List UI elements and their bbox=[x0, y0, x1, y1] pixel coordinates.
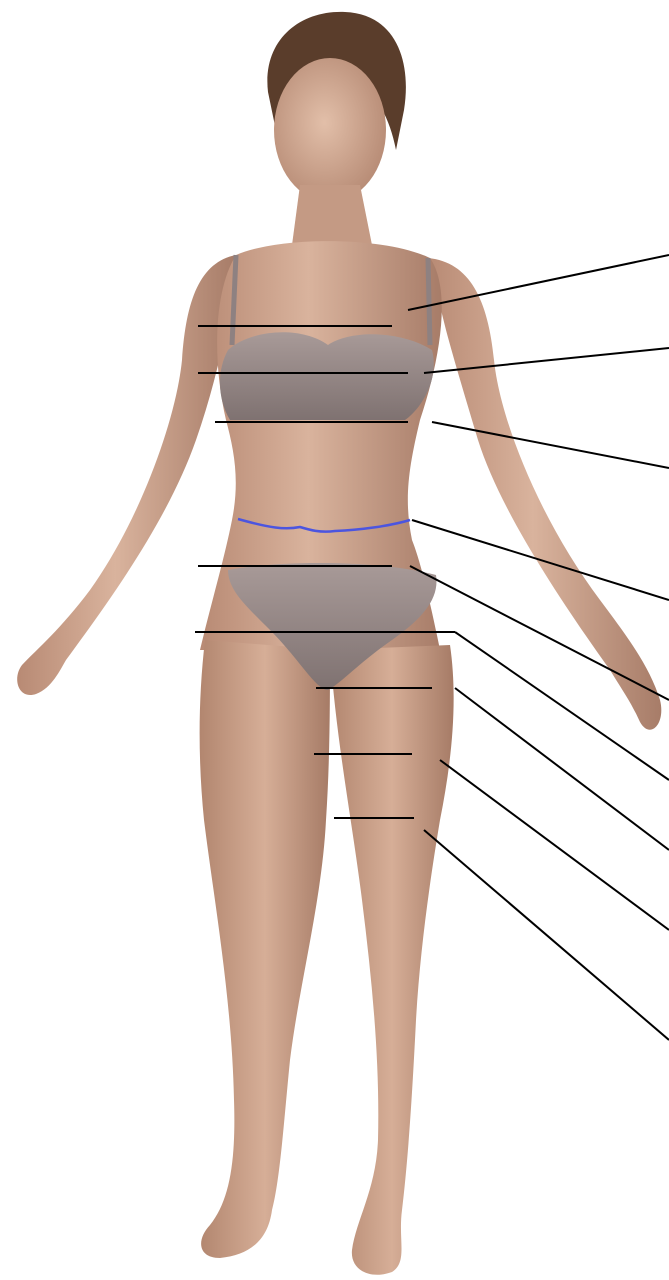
under-bust-line-leader bbox=[432, 422, 669, 468]
mid-thigh-line-leader bbox=[440, 760, 669, 930]
bust-line-leader bbox=[424, 348, 669, 373]
upper-chest-line-leader bbox=[408, 255, 669, 310]
knee-line bbox=[334, 818, 669, 1040]
knee-line-leader bbox=[424, 830, 669, 1040]
mid-thigh-line bbox=[314, 754, 669, 930]
upper-chest-line bbox=[198, 255, 669, 326]
bust-line bbox=[198, 348, 669, 373]
upper-thigh-line-leader bbox=[455, 688, 669, 850]
upper-thigh-line bbox=[316, 688, 669, 850]
waist-measure-line bbox=[238, 519, 410, 532]
hip-line-leader bbox=[455, 632, 669, 780]
under-bust-line bbox=[215, 422, 669, 468]
hip-line bbox=[195, 632, 669, 780]
